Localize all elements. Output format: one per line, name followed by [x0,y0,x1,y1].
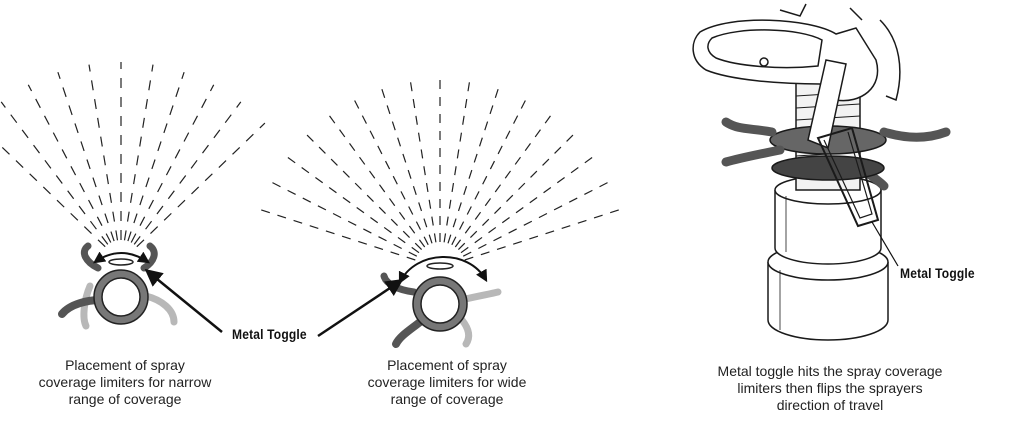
spray-ray [301,129,423,251]
metal-toggle-label-right: Metal Toggle [900,265,975,281]
leader-right-toggle [871,221,899,267]
caption-narrow-coverage: Placement of spray coverage limiters for… [20,357,230,408]
caption-wide-coverage: Placement of spray coverage limiters for… [342,357,552,408]
caption-line: range of coverage [68,391,182,407]
caption-line: Placement of spray [65,357,185,373]
spray-ray [0,144,106,248]
spray-ray [0,101,109,245]
spray-ray [464,207,626,261]
wide-spray-pattern [254,73,626,261]
spray-ray [443,75,472,243]
caption-line: Metal toggle hits the spray coverage [717,363,943,379]
caption-toggle-function: Metal toggle hits the spray coverage lim… [690,363,970,414]
sprinkler-illustration [692,3,951,341]
spray-ray [266,178,418,257]
spray-ray [133,101,242,245]
caption-line: coverage limiters for narrow [38,374,212,390]
spray-ray [451,94,530,246]
narrow-coverage-sprinkler-head [58,242,178,330]
spray-ray [324,109,426,248]
spray-ray [254,207,416,261]
caption-line: limiters then flips the sprayers [737,380,923,396]
spray-ray [136,122,266,248]
leader-narrow-toggle [144,268,223,333]
spray-ray [460,152,599,254]
spray-ray [454,109,556,248]
leader-wide-toggle [317,278,404,338]
spray-ray [123,64,154,241]
narrow-spray-pattern [0,62,266,248]
spray-ray [462,178,614,257]
spray-ray [379,82,433,244]
spray-ray [447,82,501,244]
spray-ray [408,75,437,243]
spray-ray [88,64,119,241]
caption-line: direction of travel [776,397,884,413]
spray-ray [350,94,429,246]
metal-toggle-label-center: Metal Toggle [232,326,307,342]
caption-line: coverage limiters for wide [367,374,527,390]
spray-ray [281,152,420,254]
caption-line: range of coverage [390,391,504,407]
caption-line: Placement of spray [387,357,507,373]
wide-coverage-sprinkler-head [380,256,502,348]
spray-ray [457,129,579,251]
